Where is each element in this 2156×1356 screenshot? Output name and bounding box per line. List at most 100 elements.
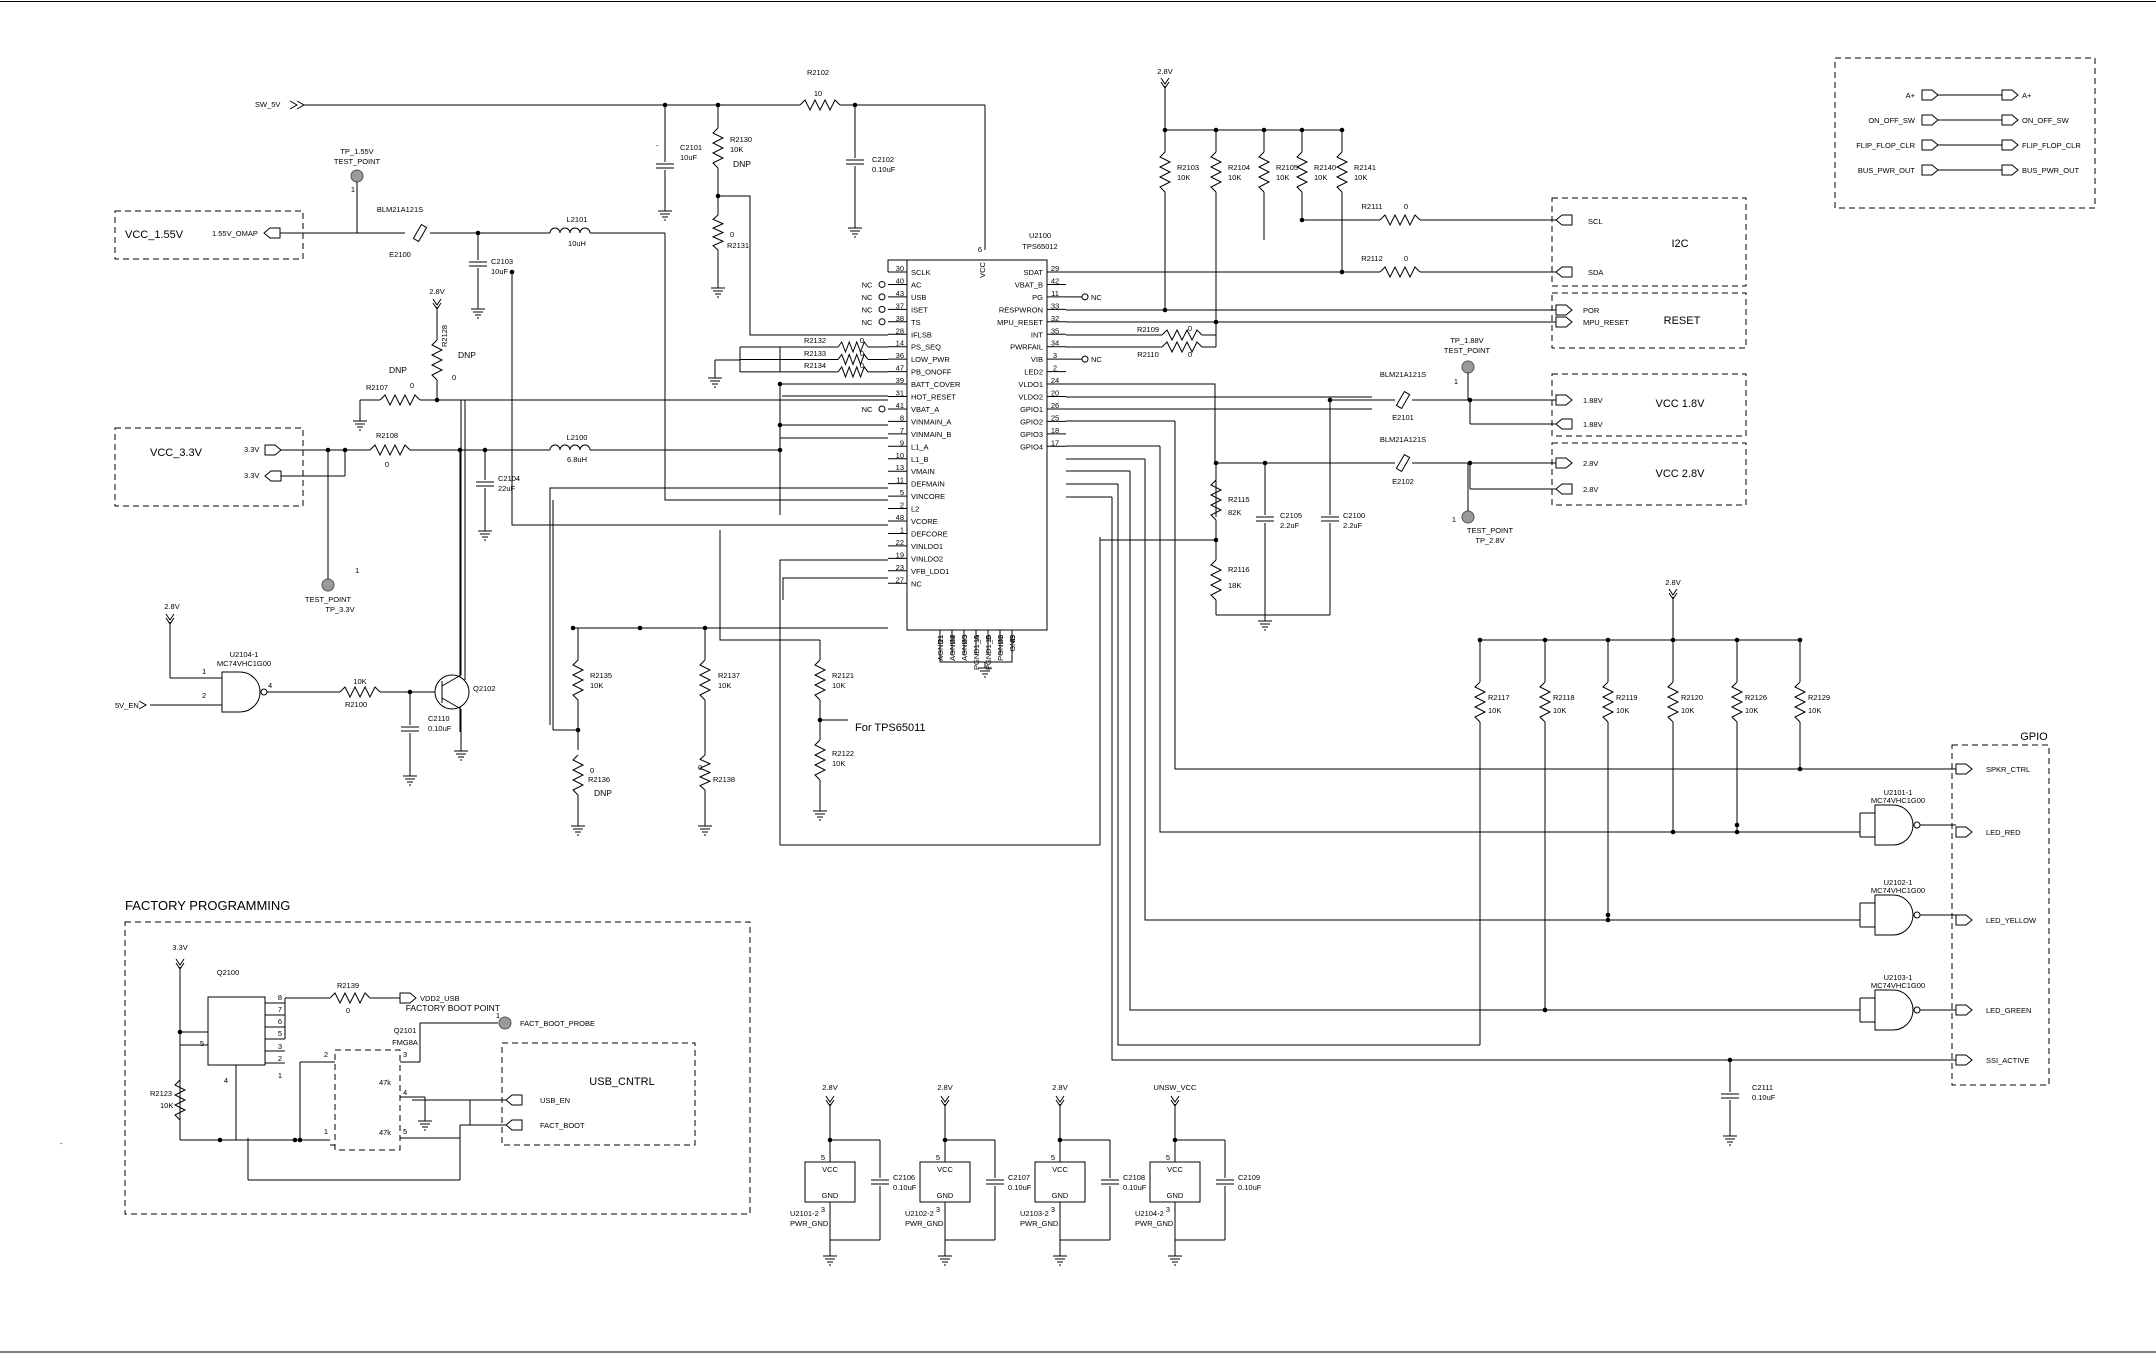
q2100-pin: 6 <box>278 1017 282 1026</box>
val-r2137: 10K <box>718 681 731 690</box>
pin-name: NC <box>911 579 922 588</box>
pin-name: VCORE <box>911 517 938 526</box>
nc-circle <box>878 293 886 301</box>
port-gpio-2 <box>1955 914 1973 926</box>
q2100-pin: 8 <box>278 993 282 1002</box>
nand-bubble <box>1913 1006 1921 1014</box>
wire <box>1129 471 1860 1011</box>
r2119 <box>1601 681 1615 723</box>
wire <box>1159 446 1860 833</box>
port-fact-boot <box>505 1119 523 1131</box>
nand-bubble <box>260 688 268 696</box>
vcc28-pin2: 2.8V <box>1583 485 1598 494</box>
wire <box>511 272 888 526</box>
ref-r2121: R2121 <box>832 671 854 680</box>
ref-q2102: Q2102 <box>473 684 496 693</box>
pg-ref: U2104-2 <box>1135 1209 1164 1218</box>
block-i2c <box>1551 197 1747 287</box>
block-vcc28 <box>1551 442 1747 506</box>
val-r2121: 10K <box>832 681 845 690</box>
ref-r2132: R2132 <box>804 336 826 345</box>
u2104-pin4: 4 <box>268 681 272 690</box>
block-offpage <box>1834 57 2096 209</box>
ref-r2107: R2107 <box>366 383 388 392</box>
pg-pin-top: 5 <box>1166 1153 1170 1162</box>
wire <box>779 537 1101 846</box>
pg-vcc: VCC <box>822 1165 838 1174</box>
r2122 <box>813 739 827 781</box>
pin-name: L1_A <box>911 442 929 451</box>
pg-body <box>1034 1161 1086 1203</box>
val-r2102: 10 <box>814 89 822 98</box>
pin-number: 8 <box>900 413 904 422</box>
val-r2115: 82K <box>1228 508 1241 517</box>
pin-number: 9 <box>900 438 904 447</box>
pin-name: L2 <box>911 505 919 514</box>
pin-number: 49 <box>1008 635 1017 643</box>
u2102-ref: U2102-1 <box>1884 878 1913 887</box>
port-28b <box>1555 483 1573 495</box>
port-gpio-1 <box>1955 826 1973 838</box>
pin-name: PGND2 <box>996 635 1005 661</box>
power-arrow <box>432 298 442 306</box>
ref-c2101: C2101 <box>680 143 702 152</box>
pin-number: 16 <box>984 635 993 643</box>
port-33a <box>264 444 282 456</box>
pg-supply: 2.8V <box>1052 1083 1067 1092</box>
offpage-out: BUS_PWR_OUT <box>2022 166 2080 175</box>
pin-name: AGND2 <box>948 635 957 661</box>
r2131 <box>711 214 725 251</box>
pin-number: 5 <box>900 488 904 497</box>
test-point-icon <box>1461 360 1475 374</box>
u2103-part: MC74VHC1G00 <box>1871 981 1925 990</box>
dnp-r2128: DNP <box>458 350 476 360</box>
q2100-pin: 5 <box>278 1029 282 1038</box>
ref-r2122: R2122 <box>832 749 854 758</box>
net-28-top: 2.8V <box>1157 67 1172 76</box>
pin-number: 25 <box>1051 413 1059 422</box>
pin-number: 24 <box>1051 376 1059 385</box>
ref-r2135: R2135 <box>590 671 612 680</box>
vcc-pin-label: VCC <box>978 262 987 278</box>
ref-r2112: R2112 <box>1361 254 1383 263</box>
r2138 <box>698 754 712 791</box>
r2123 <box>173 1079 187 1121</box>
ref-r2140: R2140 <box>1314 163 1336 172</box>
val-r2131: 0 <box>730 230 734 239</box>
port-gpio-0 <box>1955 763 1973 775</box>
r2120 <box>1666 681 1680 723</box>
junction-dot <box>1262 460 1268 466</box>
pg-gnd: GND <box>937 1191 954 1200</box>
pin-number: 30 <box>896 264 904 273</box>
val-r2138: 0 <box>698 763 702 772</box>
r2104 <box>1209 151 1223 193</box>
margin-mark: - <box>60 1139 63 1148</box>
ref-r2133: R2133 <box>804 349 826 358</box>
net-vdd2usb: VDD2_USB <box>420 994 460 1003</box>
ref-r2129: R2129 <box>1808 693 1830 702</box>
pin-name: VBAT_A <box>911 405 939 414</box>
pin-name: DEFCORE <box>911 529 948 538</box>
q2101-pin: 5 <box>403 1127 407 1136</box>
factory-boot-label: FACTORY BOOT POINT <box>406 1003 500 1013</box>
tp33-name: TP_3.3V <box>325 605 354 614</box>
val-l2101: 10uH <box>568 239 586 248</box>
pin-name: AC <box>911 280 922 289</box>
pg-body <box>1149 1161 1201 1203</box>
pin-number: 15 <box>972 635 981 643</box>
q2100-pin: 1 <box>278 1071 282 1080</box>
block-vcc33 <box>114 427 304 507</box>
nc-circle <box>878 405 886 413</box>
nc-label: NC <box>862 318 873 327</box>
pin-name: HOT_RESET <box>911 393 956 402</box>
u2104-pin1: 1 <box>202 667 206 676</box>
block-usb-cntrl <box>501 1042 696 1146</box>
pg-cap-val: 0.10uF <box>1008 1183 1032 1192</box>
pin-number: 17 <box>1051 438 1059 447</box>
pin-number: 39 <box>896 376 904 385</box>
gate-u2104 <box>221 671 261 713</box>
port-gpio-4 <box>1955 1054 1973 1066</box>
ref-r2115: R2115 <box>1228 495 1250 504</box>
junction-dot <box>292 1137 298 1143</box>
ref-r2134: R2134 <box>804 361 826 370</box>
